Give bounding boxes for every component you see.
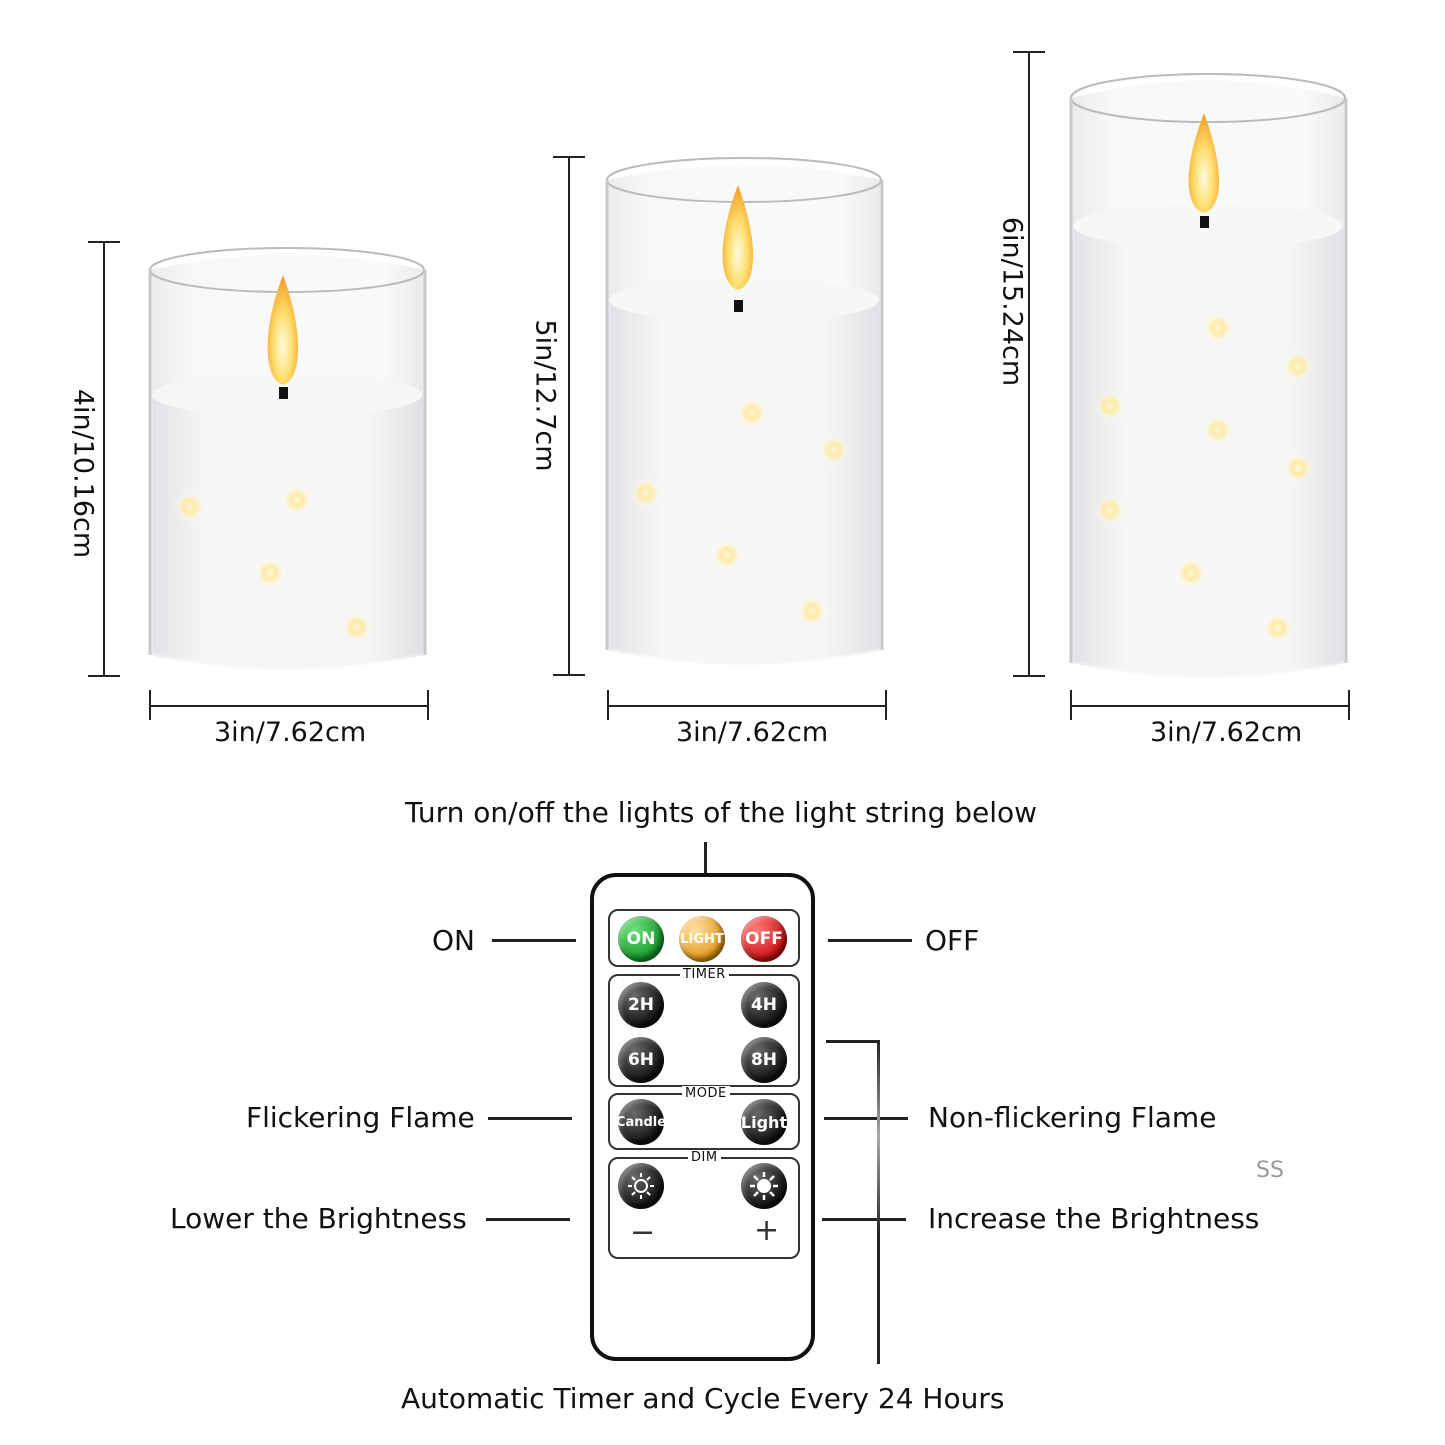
width-tick-left-large: [1070, 690, 1072, 720]
height-label-small: 4in/10.16cm: [67, 388, 99, 559]
width-label-large: 3in/7.62cm: [1150, 717, 1303, 748]
timer-bracket-horizontal: [826, 1040, 878, 1043]
width-tick-right-medium: [885, 690, 887, 720]
mode-title: MODE: [682, 1086, 730, 1101]
candle-mode-button[interactable]: Candle: [616, 1099, 666, 1145]
light-mode-button[interactable]: Light: [741, 1099, 787, 1145]
width-line-large: [1070, 705, 1350, 707]
height-label-large: 6in/15.24cm: [996, 216, 1028, 387]
timer-title: TIMER: [680, 967, 729, 982]
remote-control: ON LIGHT OFF TIMER 2H 4H 6H 8H MODE Cand…: [590, 873, 815, 1361]
dim-down-button[interactable]: [618, 1163, 664, 1209]
candle-small: [148, 247, 427, 670]
height-line-large: [1028, 52, 1030, 676]
timer-2h-button[interactable]: 2H: [618, 982, 664, 1028]
mode-group: MODE Candle Light: [608, 1086, 800, 1150]
timer-6h-button[interactable]: 6H: [618, 1037, 664, 1083]
sun-outline-icon: [628, 1173, 654, 1199]
callout-top-line: [704, 842, 707, 874]
callout-top: Turn on/off the lights of the light stri…: [405, 796, 1038, 829]
off-button[interactable]: OFF: [741, 916, 787, 962]
height-tick-top-large: [1013, 51, 1045, 53]
callout-nonflicker: Non-flickering Flame: [928, 1101, 1217, 1134]
power-group: ON LIGHT OFF: [608, 909, 800, 967]
callout-bottom: Automatic Timer and Cycle Every 24 Hours: [401, 1382, 1005, 1415]
callout-flicker-line: [488, 1117, 572, 1120]
width-tick-left-medium: [607, 690, 609, 720]
height-tick-bottom-small: [88, 675, 120, 677]
callout-off-line: [828, 939, 912, 942]
height-tick-top-small: [88, 241, 120, 243]
dim-title: DIM: [688, 1150, 721, 1165]
width-tick-left-small: [149, 690, 151, 720]
height-tick-bottom-large: [1013, 675, 1045, 677]
callout-increase: Increase the Brightness: [928, 1202, 1260, 1235]
callout-increase-line: [822, 1218, 906, 1221]
callout-nonflicker-line: [824, 1117, 908, 1120]
timer-8h-button[interactable]: 8H: [741, 1037, 787, 1083]
callout-lower-line: [486, 1218, 570, 1221]
dim-minus-label: −: [630, 1215, 656, 1250]
width-tick-right-small: [427, 690, 429, 720]
dim-up-button[interactable]: [741, 1163, 787, 1209]
height-line-small: [103, 242, 105, 676]
timer-bracket-vertical: [877, 1040, 880, 1364]
callout-lower: Lower the Brightness: [170, 1202, 467, 1235]
dim-group: DIM −: [608, 1150, 800, 1259]
height-tick-bottom-medium: [553, 674, 585, 676]
sun-filled-icon: [750, 1172, 778, 1200]
width-label-medium: 3in/7.62cm: [676, 717, 829, 748]
width-label-small: 3in/7.62cm: [214, 717, 367, 748]
width-line-small: [149, 705, 429, 707]
width-line-medium: [607, 705, 887, 707]
height-label-medium: 5in/12.7cm: [529, 319, 561, 472]
candle-large: [1069, 73, 1348, 678]
width-tick-right-large: [1348, 690, 1350, 720]
callout-on-line: [492, 939, 576, 942]
dim-plus-label: +: [754, 1213, 780, 1248]
watermark: SS: [1256, 1158, 1284, 1183]
light-button[interactable]: LIGHT: [679, 916, 725, 962]
on-button[interactable]: ON: [618, 916, 664, 962]
height-tick-top-medium: [553, 156, 585, 158]
candle-medium: [605, 157, 884, 665]
callout-off: OFF: [925, 924, 980, 957]
callout-on: ON: [432, 924, 475, 957]
timer-group: TIMER 2H 4H 6H 8H: [608, 967, 800, 1087]
callout-flicker: Flickering Flame: [246, 1101, 475, 1134]
timer-4h-button[interactable]: 4H: [741, 982, 787, 1028]
height-line-medium: [568, 157, 570, 675]
